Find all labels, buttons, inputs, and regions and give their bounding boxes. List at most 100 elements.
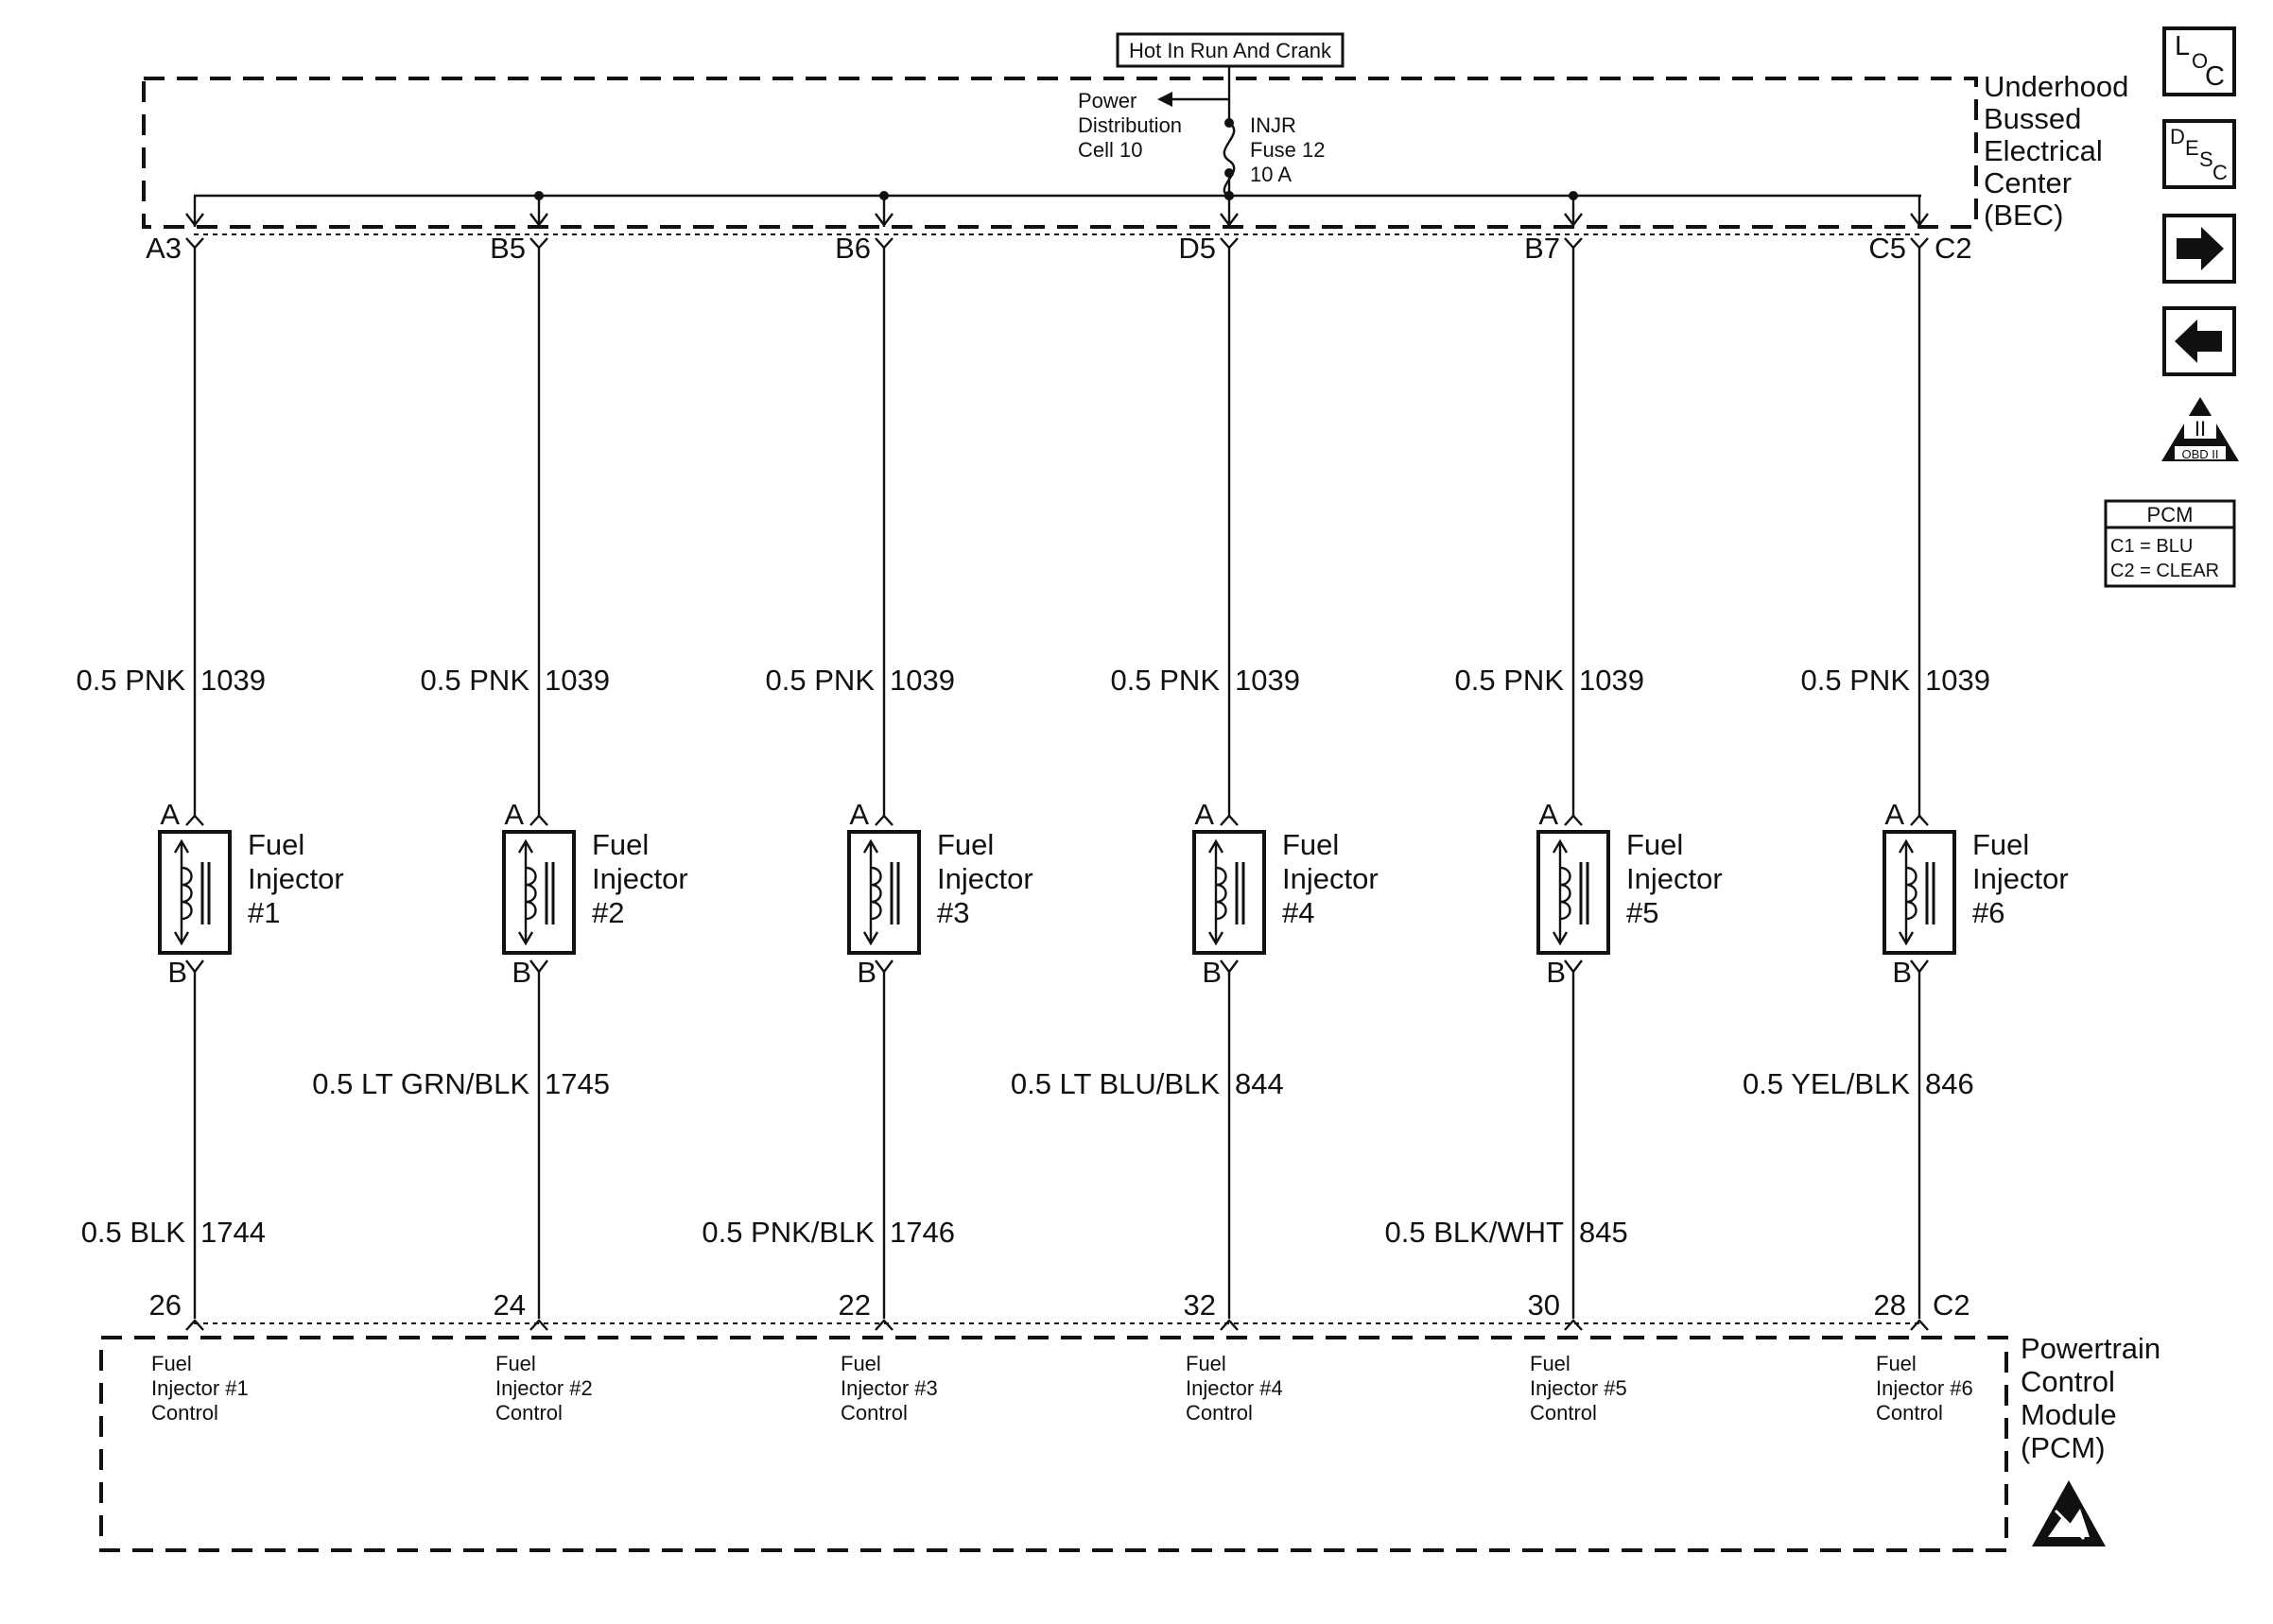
injector-6-coil-icon <box>1905 866 1917 921</box>
injector-1-pcm-pin: 26 <box>149 1288 182 1322</box>
injector-5-bottom-wire-color: 0.5 BLK/WHT <box>1385 1216 1565 1249</box>
injector-5-top-wire-color: 0.5 PNK <box>1455 664 1565 697</box>
injector-4-top-wire-color: 0.5 PNK <box>1111 664 1221 697</box>
injector-4-name-line3: #4 <box>1282 896 1314 929</box>
injector-1-bottom-wire-color: 0.5 BLK <box>81 1216 186 1249</box>
injector-2-body <box>502 830 576 955</box>
injector-5-pin-b-terminal <box>1564 959 1583 974</box>
injector-4-body <box>1192 830 1266 955</box>
fuse-line2: Fuse 12 <box>1250 138 1326 162</box>
injector-4-bec-terminal <box>1220 213 1239 227</box>
injector-6-pcm-label-line1: Fuel <box>1876 1352 1917 1375</box>
injector-2-bottom-wire-color: 0.5 LT GRN/BLK <box>312 1067 529 1100</box>
injector-6-pin-b-terminal <box>1910 959 1929 974</box>
injector-2-coil-icon <box>525 866 537 921</box>
injector-4-bottom-circuit: 844 <box>1235 1067 1284 1100</box>
injector-5-bec-terminal <box>1564 213 1583 227</box>
injector-6-bec-pin-terminal <box>1910 237 1929 250</box>
injector-5-pin-a-terminal <box>1564 814 1583 826</box>
loc-icon-o: O <box>2192 49 2208 73</box>
injector-5-name-line1: Fuel <box>1626 828 1683 861</box>
injector-6-bottom-wire-color: 0.5 YEL/BLK <box>1743 1067 1910 1100</box>
injector-1-pin-b-label: B <box>167 956 187 989</box>
injector-3-bottom-wire-color: 0.5 PNK/BLK <box>702 1216 875 1249</box>
loc-icon[interactable]: L O C <box>2162 26 2236 96</box>
injector-2-name-line2: Injector <box>592 862 688 895</box>
injector-1-bec-pin-terminal <box>185 237 204 250</box>
injector-6-bec-pin: C5 <box>1868 232 1906 265</box>
back-arrow-icon[interactable] <box>2162 306 2236 376</box>
injector-3-pin-a-terminal <box>875 814 894 826</box>
injector-2-pcm-terminal <box>529 1319 548 1331</box>
injector-2-pin-b-label: B <box>512 956 531 989</box>
injector-5-name-line3: #5 <box>1626 896 1658 929</box>
bec-line5: (BEC) <box>1984 199 2063 232</box>
pdc-line3: Cell 10 <box>1078 138 1142 162</box>
injector-3-bottom-circuit: 1746 <box>890 1216 955 1249</box>
injector-5-bec-pin: B7 <box>1524 232 1560 265</box>
bec-line3: Electrical <box>1984 134 2103 167</box>
injector-6-pin-a-terminal <box>1910 814 1929 826</box>
injector-1-pcm-terminal <box>185 1319 204 1331</box>
injector-1-top-wire-color: 0.5 PNK <box>77 664 186 697</box>
injector-3-body <box>847 830 921 955</box>
injector-5-name-line2: Injector <box>1626 862 1723 895</box>
injector-5-pcm-label-line3: Control <box>1530 1401 1597 1425</box>
injector-1-top-circuit: 1039 <box>200 664 266 697</box>
injector-3-name-line2: Injector <box>937 862 1033 895</box>
injector-6-body <box>1883 830 1956 955</box>
loc-icon-l: L <box>2175 31 2190 61</box>
injector-2-name-line3: #2 <box>592 896 624 929</box>
injector-3-name-line1: Fuel <box>937 828 994 861</box>
desc-icon[interactable]: D E S C <box>2162 119 2236 189</box>
pcm-box <box>99 1336 2008 1552</box>
injector-5-body <box>1536 830 1610 955</box>
injector-2-bec-pin: B5 <box>490 232 526 265</box>
obd-ii-icon[interactable]: II OBD II <box>2161 397 2239 461</box>
injector-1-pcm-label-line1: Fuel <box>151 1352 192 1375</box>
injector-1-bottom-circuit: 1744 <box>200 1216 266 1249</box>
injector-4-name-line2: Injector <box>1282 862 1379 895</box>
injector-4-pin-b-label: B <box>1202 956 1222 989</box>
injector-4-pcm-label-line1: Fuel <box>1186 1352 1226 1375</box>
injector-4-pcm-pin: 32 <box>1184 1288 1216 1322</box>
injector-6-name-line3: #6 <box>1972 896 2004 929</box>
injector-3-pcm-label-line3: Control <box>841 1401 908 1425</box>
injector-5-pcm-label-line1: Fuel <box>1530 1352 1570 1375</box>
injector-5-pin-a-label: A <box>1538 798 1558 831</box>
injector-2-pcm-pin: 24 <box>494 1288 526 1322</box>
injector-3-bec-terminal <box>875 213 894 227</box>
injector-1-bec-pin: A3 <box>146 232 182 265</box>
desc-icon-e: E <box>2185 136 2199 160</box>
injector-2-name-line1: Fuel <box>592 828 649 861</box>
injector-2-pcm-label-line1: Fuel <box>495 1352 536 1375</box>
injector-6-name-line1: Fuel <box>1972 828 2029 861</box>
injector-1-pcm-label-line3: Control <box>151 1401 218 1425</box>
injector-3-pcm-label-line1: Fuel <box>841 1352 881 1375</box>
injector-4-pcm-label-line3: Control <box>1186 1401 1253 1425</box>
injector-2-top-circuit: 1039 <box>545 664 610 697</box>
injector-6-pcm-pin: 28 <box>1874 1288 1906 1322</box>
injector-4-bec-pin: D5 <box>1178 232 1216 265</box>
injector-5-pcm-label-line2: Injector #5 <box>1530 1376 1627 1400</box>
injector-6-pin-a-label: A <box>1884 798 1904 831</box>
injector-4-pin-a-terminal <box>1220 814 1239 826</box>
obd-ii-icon-top: II <box>2195 417 2206 441</box>
injector-1-pcm-label-line2: Injector #1 <box>151 1376 249 1400</box>
pcm-connector-label: C2 <box>1933 1288 1970 1322</box>
next-arrow-icon[interactable] <box>2162 214 2236 284</box>
legend-row2: C2 = CLEAR <box>2110 561 2219 581</box>
injector-4-pcm-terminal <box>1220 1319 1239 1331</box>
injector-4-top-circuit: 1039 <box>1235 664 1300 697</box>
injector-3-coil-icon <box>870 866 882 921</box>
injector-2-pin-a-terminal <box>529 814 548 826</box>
injector-1-body <box>158 830 232 955</box>
injector-2-bottom-circuit: 1745 <box>545 1067 610 1100</box>
injector-6-pcm-label-line3: Control <box>1876 1401 1943 1425</box>
injector-1-name-line3: #1 <box>248 896 280 929</box>
injector-1-bec-terminal <box>185 213 204 227</box>
pdc-line1: Power <box>1078 89 1136 112</box>
injector-5-bec-pin-terminal <box>1564 237 1583 250</box>
pcm-line2: Control <box>2021 1365 2115 1398</box>
injector-1-coil-icon <box>181 866 193 921</box>
